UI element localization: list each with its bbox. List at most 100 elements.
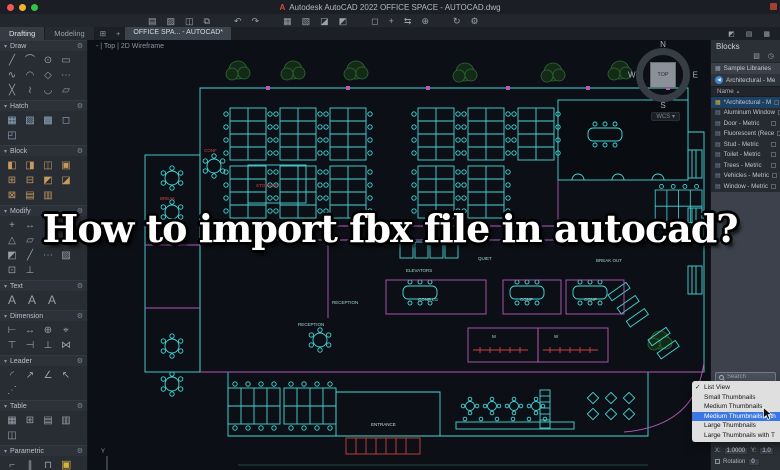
block-item[interactable]: ▤Fluorescent (Rece [711,129,780,140]
draw-tool-icon[interactable]: ╱ [8,55,16,66]
menu-item[interactable]: Large Thumbnails with T [692,431,780,441]
block-tool-icon[interactable]: ▥ [43,190,53,201]
view-cube-top-face[interactable]: TOP [650,62,676,88]
view-cube-west[interactable]: W [628,70,636,80]
block-item[interactable]: ▤Trees - Metric [711,160,780,171]
palette-list-icon[interactable]: ▤ [745,30,753,38]
pan-icon[interactable]: + [388,15,394,26]
block-tool-icon[interactable]: ◨ [25,160,35,171]
section-header-block[interactable]: ▾Block⚙ [0,145,87,156]
text-tool-icon[interactable]: A [7,293,16,307]
menu-item[interactable]: Large Thumbnails [692,421,780,431]
modify-tool-icon[interactable]: ◩ [7,250,17,261]
rotation-checkbox[interactable] [715,459,720,464]
undo-icon[interactable]: ↶ [233,15,242,26]
menu-item[interactable]: ✓List View [692,383,780,393]
modify-tool-icon[interactable]: ✂ [61,220,71,231]
collapse-caret-icon[interactable]: ▾ [4,148,8,155]
text-tool-icon[interactable]: A [27,293,36,307]
rotation-value-field[interactable]: 0 [748,457,761,466]
block-tool-icon[interactable]: ▤ [25,190,35,201]
collapse-caret-icon[interactable]: ▾ [4,208,8,215]
collapse-caret-icon[interactable]: ▾ [4,283,8,290]
hatch-tool-icon[interactable]: ▦ [7,115,17,126]
collapse-caret-icon[interactable]: ▾ [4,43,8,50]
print-icon[interactable]: ▦ [283,15,292,26]
file-tab[interactable]: OFFICE SPA... - AUTOCAD* [125,27,231,40]
redo-icon[interactable]: ↷ [251,15,260,26]
tab-grid-icon[interactable]: ⊞ [99,29,106,38]
batch-plot-icon[interactable]: ▧ [301,15,311,26]
section-header-table[interactable]: ▾Table⚙ [0,400,87,411]
draw-tool-icon[interactable]: ▱ [62,85,70,96]
section-gear-icon[interactable]: ⚙ [76,313,83,320]
block-item[interactable]: ▤Vehicles - Metric [711,171,780,182]
hatch-tool-icon[interactable]: ◰ [7,130,17,141]
modify-tool-icon[interactable]: △ [8,235,16,246]
back-icon[interactable]: ◀ [715,76,723,84]
viewport-controls[interactable]: - | Top | 2D Wireframe [96,43,165,50]
section-gear-icon[interactable]: ⚙ [76,403,83,410]
section-header-dimension[interactable]: ▾Dimension⚙ [0,310,87,321]
block-item[interactable]: ▤Window - Metric [711,181,780,192]
new-file-icon[interactable]: ▤ [148,15,157,26]
open-folder-icon[interactable]: ▨ [166,15,176,26]
x-value-field[interactable]: 1.0000 [723,446,749,455]
workspace-tab-modeling[interactable]: Modeling [45,27,95,40]
table-tool-icon[interactable]: ◫ [7,430,17,441]
block-tool-icon[interactable]: ⊟ [25,175,35,186]
save-icon[interactable]: ◫ [185,15,194,26]
hatch-tool-icon[interactable]: ▨ [25,115,35,126]
section-header-hatch[interactable]: ▾Hatch⚙ [0,100,87,111]
block-tool-icon[interactable]: ◫ [43,160,53,171]
palette-properties-icon[interactable]: ◩ [728,30,735,38]
parametric-tool-icon[interactable]: ⊓ [44,460,52,470]
modify-tool-icon[interactable]: ╱ [26,250,34,261]
block-item[interactable]: ▤Aluminum Window [711,108,780,119]
name-column-header[interactable]: Name ▴ [711,86,780,97]
menu-item[interactable]: Medium Thumbnails with [692,411,780,421]
parametric-tool-icon[interactable]: ▣ [61,459,72,470]
parametric-tool-icon[interactable]: ⌐ [9,460,15,470]
block-tool-icon[interactable]: ⊞ [7,175,17,186]
hatch-tool-icon[interactable]: ▩ [43,115,53,126]
sample-libraries-row[interactable]: ▦ Sample Libraries [711,62,780,74]
dimension-tool-icon[interactable]: ⋈ [61,340,71,351]
menu-item[interactable]: Small Thumbnails [692,393,780,403]
modify-tool-icon[interactable]: ⌐ [45,235,51,246]
current-library-row[interactable]: ◀ Architectural - Me [711,74,780,86]
block-tool-icon[interactable]: ⊠ [7,190,17,201]
draw-tool-icon[interactable]: ◡ [43,85,53,96]
block-item[interactable]: ▦*Architectural - M [711,97,780,108]
close-button[interactable] [7,3,14,11]
draw-tool-icon[interactable]: ⊙ [43,55,53,66]
collapse-caret-icon[interactable]: ▾ [4,448,8,455]
copy-icon[interactable]: ◪ [320,15,329,26]
modify-tool-icon[interactable]: ⊡ [7,265,17,276]
block-tool-icon[interactable]: ▣ [61,160,71,171]
block-item[interactable]: ▤Door - Metric [711,118,780,129]
draw-tool-icon[interactable]: ◇ [44,70,52,81]
leader-tool-icon[interactable]: ◜ [10,370,14,381]
parametric-tool-icon[interactable]: ∥ [27,460,33,470]
block-tool-icon[interactable]: ◩ [43,175,53,186]
block-item[interactable]: ▤Toilet - Metric [711,150,780,161]
import-blocks-icon[interactable]: ▧ [753,53,760,60]
draw-tool-icon[interactable]: ⌒ [25,55,35,66]
table-tool-icon[interactable]: ▥ [61,415,71,426]
section-gear-icon[interactable]: ⚙ [76,448,83,455]
draw-tool-icon[interactable]: ⋯ [61,70,71,81]
modify-tool-icon[interactable]: ⋯ [43,250,53,261]
section-gear-icon[interactable]: ⚙ [76,283,83,290]
section-gear-icon[interactable]: ⚙ [76,103,83,110]
modify-tool-icon[interactable]: ▨ [61,250,71,261]
section-header-draw[interactable]: ▾Draw⚙ [0,40,87,51]
table-tool-icon[interactable]: ▤ [43,415,53,426]
modify-tool-icon[interactable]: ⊥ [25,265,35,276]
modify-tool-icon[interactable]: + [9,220,15,231]
section-gear-icon[interactable]: ⚙ [76,208,83,215]
text-tool-icon[interactable]: A [47,293,56,307]
dimension-tool-icon[interactable]: ⊕ [43,325,53,336]
section-gear-icon[interactable]: ⚙ [76,148,83,155]
draw-tool-icon[interactable]: ∿ [7,70,17,81]
